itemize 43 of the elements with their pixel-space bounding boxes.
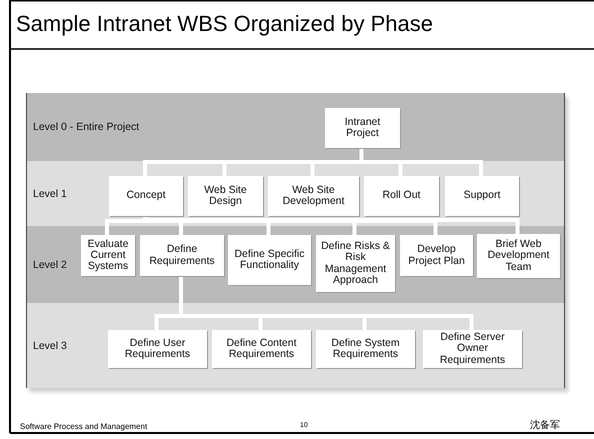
wbs-box — [109, 176, 183, 216]
wbs-box — [325, 108, 400, 148]
task-label: Brief Web Development Team — [486, 239, 550, 273]
slide-title: Sample Intranet WBS Organized by Phase — [16, 11, 433, 37]
wbs-box — [212, 330, 311, 368]
wbs-box — [268, 176, 359, 216]
task-label: Define User Requirements — [124, 338, 192, 360]
author-name: 沈备军 — [530, 418, 560, 432]
level-label: Level 2 — [33, 258, 67, 270]
task-label: Web Site Development — [282, 184, 346, 208]
wbs-box — [445, 176, 519, 216]
task-label: Define Server Owner Requirements — [438, 332, 506, 366]
level-label: Level 1 — [33, 188, 67, 200]
level-band — [27, 161, 564, 226]
wbs-box — [108, 330, 207, 368]
level-label: Level 0 - Entire Project — [33, 121, 140, 133]
level-band — [27, 226, 564, 303]
task-label: Define Risks & Risk Management Approach — [320, 240, 391, 286]
task-label: Concept — [126, 190, 166, 202]
task-label: Evaluate Current Systems — [86, 238, 130, 272]
wbs-box — [316, 330, 415, 368]
task-label: Roll Out — [382, 190, 420, 202]
wbs-box — [316, 235, 395, 292]
wbs-box — [364, 176, 439, 216]
level-band — [27, 303, 564, 388]
task-label: Define Content Requirements — [225, 338, 298, 360]
task-label: Define System Requirements — [330, 338, 401, 360]
task-label: Develop Project Plan — [407, 244, 466, 267]
wbs-box — [228, 235, 311, 285]
level-label: Level 3 — [33, 340, 67, 352]
footer-text: Software Process and Management — [20, 422, 148, 431]
level-band — [27, 93, 564, 161]
task-label: Define Specific Functionality — [233, 248, 306, 272]
wbs-box — [423, 330, 522, 368]
wbs-box — [477, 234, 560, 278]
task-label: Define Requirements — [148, 244, 216, 267]
wbs-box — [140, 235, 224, 276]
task-label: Web Site Design — [203, 184, 248, 208]
wbs-box — [188, 176, 263, 216]
wbs-box — [400, 235, 473, 276]
task-label: Support — [464, 190, 500, 202]
task-label: Intranet Project — [344, 116, 382, 140]
wbs-box — [81, 235, 135, 276]
